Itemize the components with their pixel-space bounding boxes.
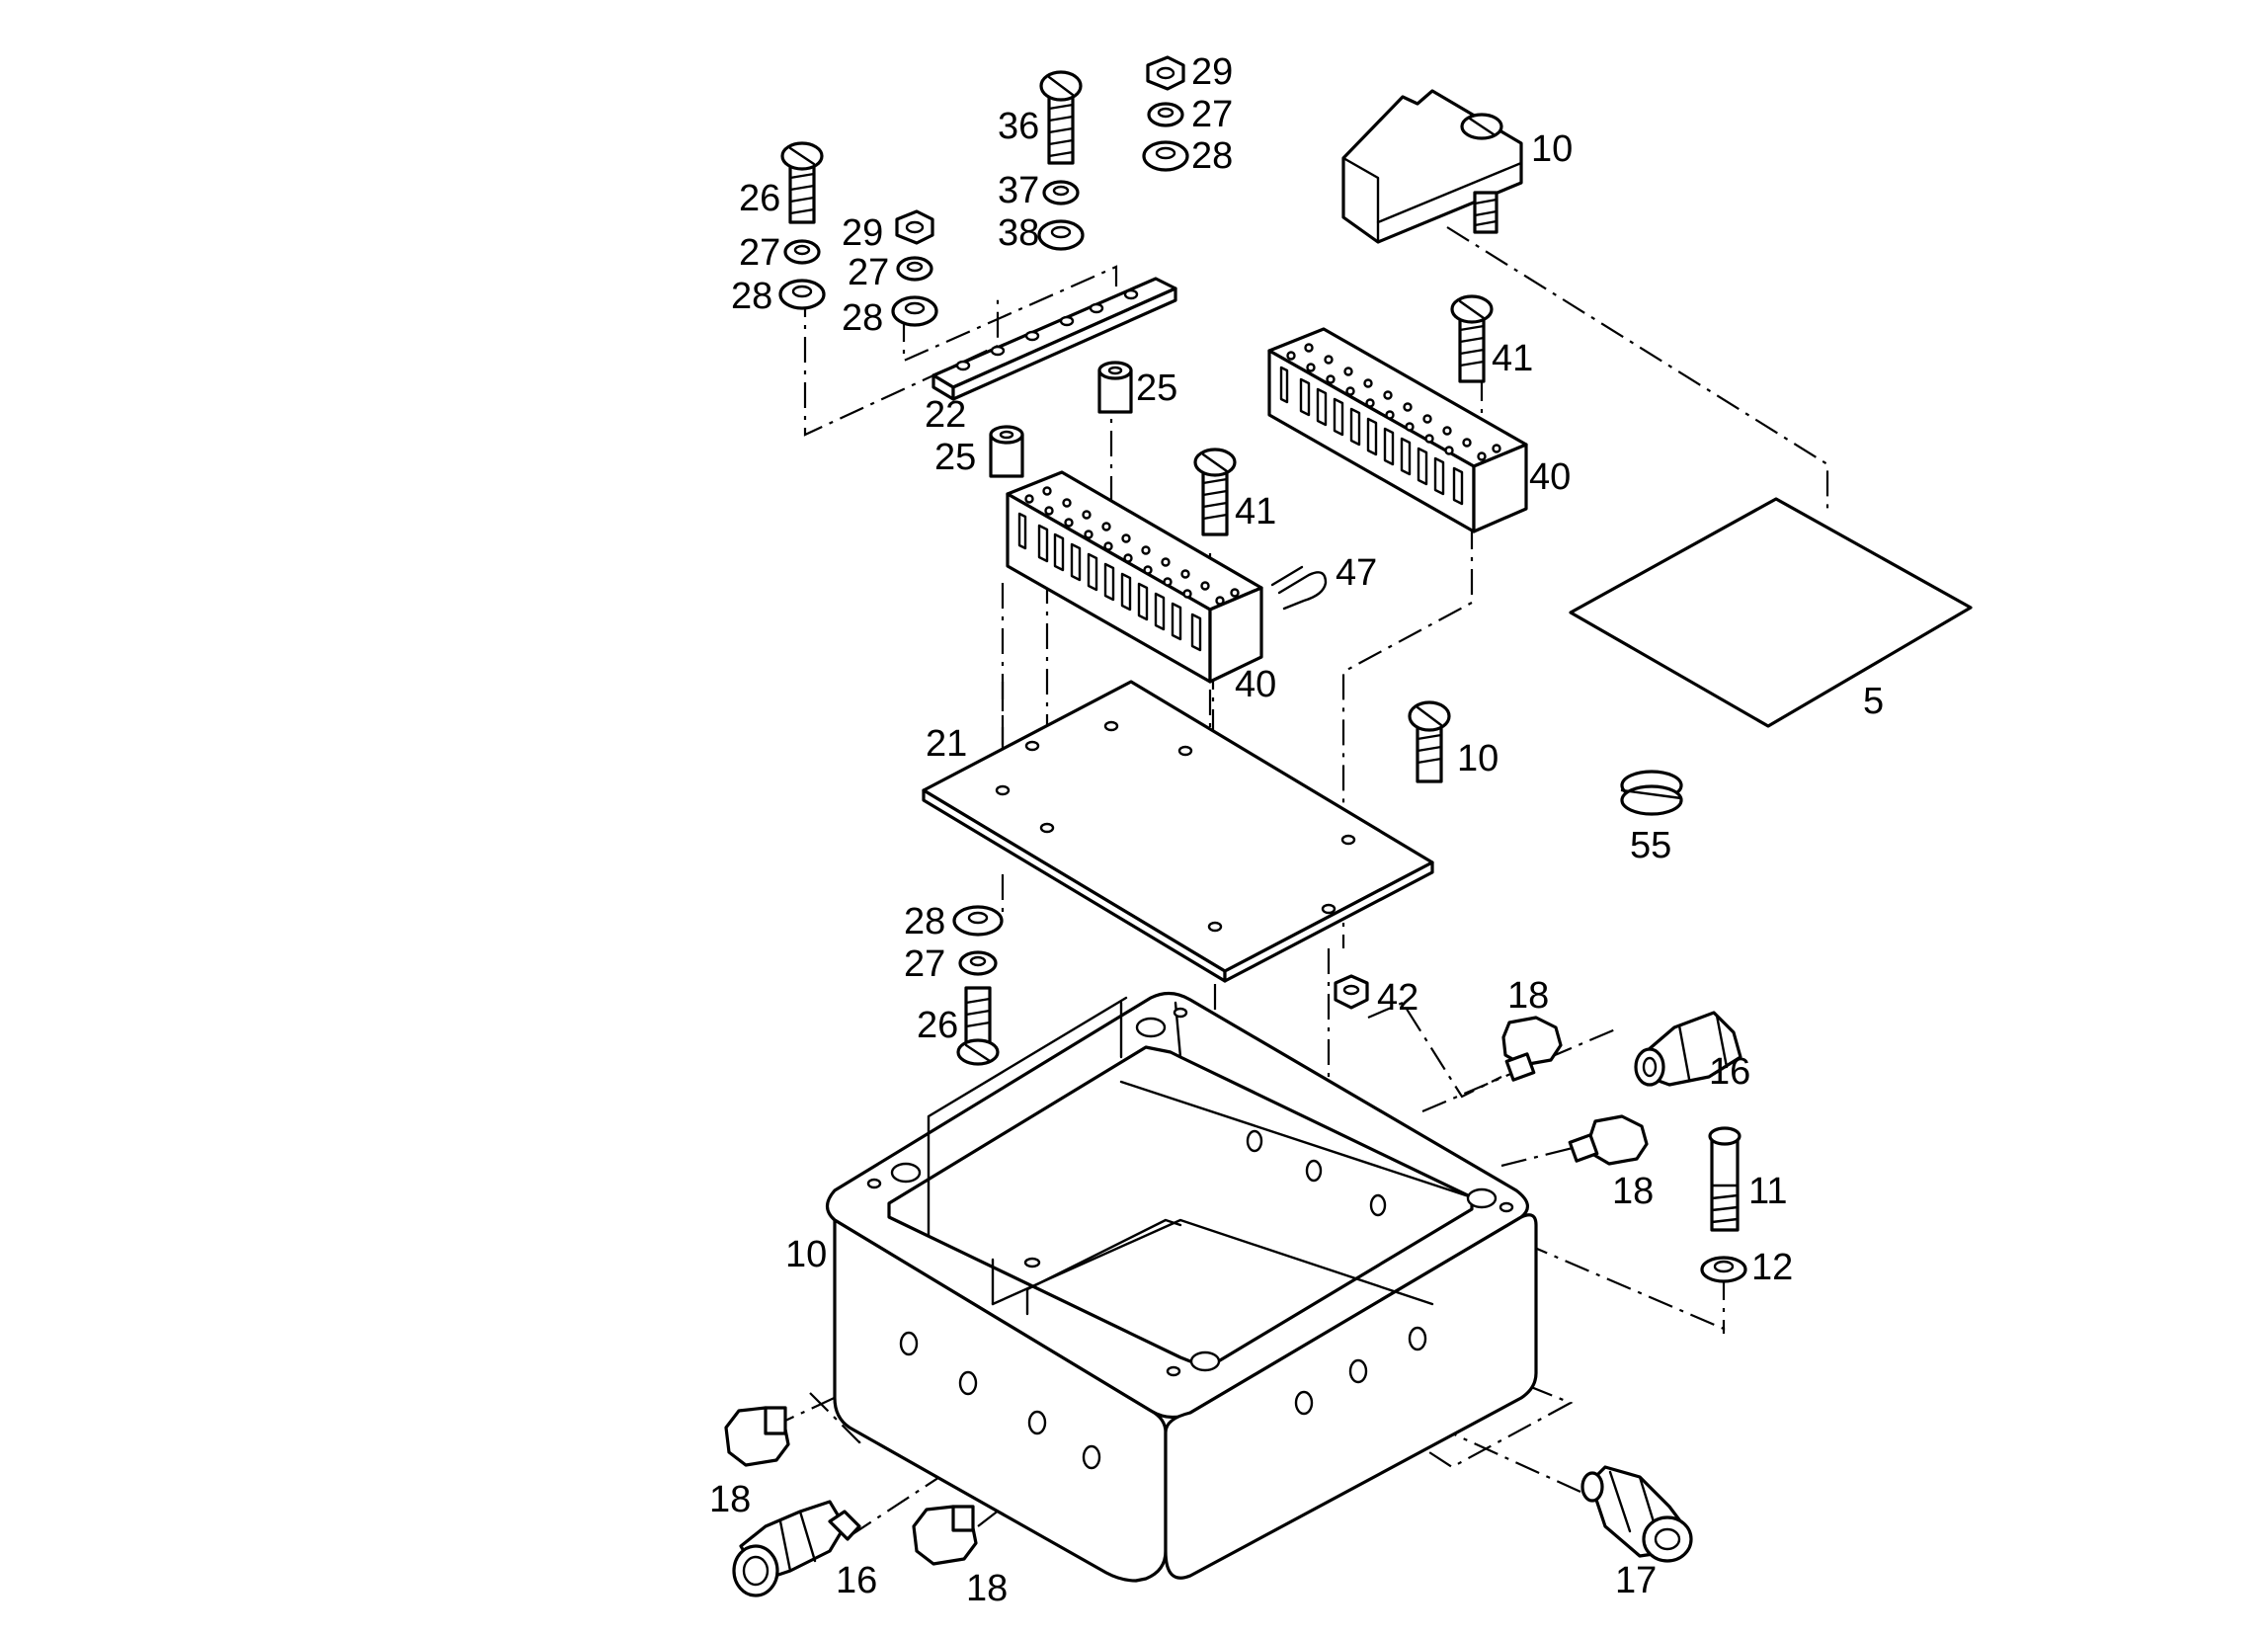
- spacer-25-left: [989, 425, 1024, 478]
- washer-12: [1700, 1256, 1747, 1283]
- callout-16-upper: 16: [1709, 1051, 1750, 1093]
- callout-27-top-left: 27: [739, 232, 780, 274]
- plug-18-lower-left: [724, 1406, 790, 1467]
- callout-10-screw: 10: [1457, 738, 1498, 779]
- screw-41-right: [1450, 294, 1494, 383]
- callout-25-left: 25: [934, 437, 976, 478]
- callout-17: 17: [1615, 1560, 1657, 1601]
- callout-21: 21: [926, 723, 967, 765]
- plug-18-right: [1568, 1114, 1649, 1166]
- enclosure-box-10: [825, 991, 1538, 1583]
- callout-29-mid: 29: [842, 212, 883, 254]
- callout-42: 42: [1377, 977, 1418, 1019]
- terminal-block-40-left: [1006, 470, 1263, 684]
- callout-38: 38: [998, 212, 1039, 254]
- callout-18-lower-middle: 18: [966, 1568, 1008, 1609]
- callout-labels: 29 27 28 36 37 38 26 27 28 29 27 28 22 2…: [709, 51, 1884, 1609]
- u-clip-47: [1270, 565, 1328, 611]
- lock-washer-27-top: [1147, 102, 1184, 127]
- flat-washer-28-top-left: [778, 279, 826, 310]
- callout-36: 36: [998, 106, 1039, 147]
- callout-25-right: 25: [1136, 368, 1177, 409]
- hex-nut-42: [1334, 974, 1369, 1010]
- cable-gland-16-lower: [732, 1500, 861, 1597]
- callout-12: 12: [1751, 1247, 1793, 1288]
- cover-gasket-5: [1569, 497, 1973, 728]
- cable-gland-17: [1580, 1465, 1693, 1563]
- cover-fragment-10: [1341, 89, 1523, 244]
- callout-27-lower: 27: [904, 943, 945, 985]
- callout-18-upper: 18: [1507, 975, 1549, 1017]
- callout-29-top: 29: [1191, 51, 1233, 93]
- callout-37: 37: [998, 170, 1039, 211]
- bus-bar-22: [932, 277, 1177, 401]
- callout-11: 11: [1748, 1171, 1787, 1212]
- callout-22: 22: [925, 394, 966, 436]
- screw-26-lower: [956, 986, 1000, 1066]
- callout-28-lower: 28: [904, 901, 945, 942]
- flat-washer-28-mid: [891, 295, 938, 327]
- callout-28-top-left: 28: [731, 276, 772, 317]
- lock-washer-27-lower: [958, 950, 998, 976]
- callout-5: 5: [1863, 681, 1884, 722]
- callout-40-right: 40: [1529, 456, 1571, 498]
- callout-18-right: 18: [1612, 1171, 1654, 1212]
- spacer-25-right: [1097, 361, 1133, 414]
- screw-26-top: [780, 141, 824, 224]
- callout-27-top: 27: [1191, 94, 1233, 135]
- terminal-block-40-right: [1267, 327, 1528, 533]
- flat-washer-28-top: [1142, 140, 1189, 172]
- callout-41-left: 41: [1235, 491, 1276, 532]
- screw-10-middle: [1408, 700, 1451, 783]
- plug-18-upper: [1501, 1016, 1563, 1082]
- callout-41-right: 41: [1492, 338, 1533, 379]
- callout-26-lower: 26: [917, 1005, 958, 1046]
- flat-washer-28-lower: [952, 905, 1004, 937]
- screw-36: [1039, 70, 1083, 165]
- mounting-plate-21: [922, 680, 1434, 983]
- clip-55: [1620, 770, 1683, 816]
- callout-10-box: 10: [785, 1234, 827, 1275]
- socket-screw-11: [1708, 1126, 1742, 1232]
- lock-washer-27-top-left: [783, 239, 821, 265]
- callout-28-top: 28: [1191, 135, 1233, 177]
- callout-18-lower-left: 18: [709, 1479, 751, 1520]
- callout-10-cover: 10: [1531, 128, 1573, 170]
- callout-28-mid: 28: [842, 297, 883, 339]
- flat-washer-38: [1037, 219, 1085, 251]
- plug-18-lower-middle: [912, 1505, 978, 1566]
- lock-washer-27-mid: [896, 256, 933, 282]
- callout-47: 47: [1336, 552, 1377, 594]
- callout-55: 55: [1630, 825, 1671, 866]
- callout-40-left: 40: [1235, 664, 1276, 705]
- cable-gland-16-upper: [1634, 1011, 1742, 1087]
- callout-27-mid: 27: [848, 252, 889, 293]
- hex-nut-29-top: [1146, 55, 1185, 91]
- screw-41-left: [1193, 448, 1237, 536]
- callout-26-top: 26: [739, 178, 780, 219]
- hex-nut-29-mid: [895, 209, 934, 245]
- callout-16-lower: 16: [836, 1560, 877, 1601]
- lock-washer-37: [1042, 180, 1080, 205]
